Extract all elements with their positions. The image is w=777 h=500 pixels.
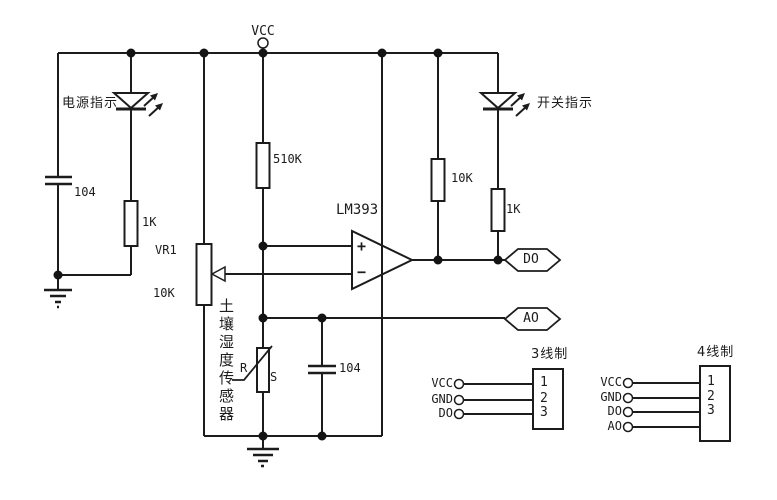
junction-dots — [53, 48, 503, 441]
connector-3wire-pin-1: 1 — [540, 375, 548, 390]
connector-4wire-wire-vcc: VCC — [600, 375, 622, 389]
ao-port-flag — [503, 307, 562, 331]
connector-3wire-title: 3线制 — [531, 347, 569, 362]
led-switch-icon — [478, 92, 530, 117]
vcc-label: VCC — [251, 24, 275, 39]
plus-input-sign: + — [357, 237, 367, 255]
r-led1-value: 1K — [142, 215, 157, 229]
potentiometer-vr1 — [195, 243, 226, 306]
vr1-ref: VR1 — [155, 243, 177, 257]
connector-4wire-title: 4线制 — [697, 345, 735, 360]
cap1-value: 104 — [74, 185, 96, 199]
do-port-label: DO — [523, 252, 539, 267]
r-out-value: 10K — [451, 171, 473, 185]
r-led2-value: 1K — [506, 202, 521, 216]
connector-4wire-pin-3: 3 — [707, 403, 715, 418]
ground-symbol-left — [44, 288, 72, 309]
power-indicator-label: 电源指示 — [62, 96, 119, 111]
connector-4wire-wire-gnd: GND — [600, 390, 622, 404]
connector-4wire — [622, 365, 731, 442]
led-power-icon — [111, 92, 163, 117]
minus-input-sign: − — [357, 263, 367, 281]
resistor-1k-right — [490, 188, 506, 232]
resistor-510k — [255, 142, 271, 189]
connector-4wire-wire-ao: AO — [607, 419, 622, 433]
vr1-value: 10K — [153, 286, 175, 300]
connector-3wire-wire-gnd: GND — [431, 392, 453, 406]
resistor-1k-left — [123, 200, 139, 247]
connector-3wire-wire-vcc: VCC — [431, 376, 453, 390]
comparator-triangle — [351, 229, 415, 291]
sensor-r-label: R — [240, 361, 248, 375]
connector-3wire-pin-2: 2 — [540, 391, 548, 406]
soil-sensor-element — [232, 345, 273, 393]
cap2-value: 104 — [339, 361, 361, 375]
connector-4wire-pin-1: 1 — [707, 374, 715, 389]
vcc-terminal-icon — [257, 37, 269, 49]
wiper-arrow-icon — [210, 265, 226, 283]
connector-4wire-pin-2: 2 — [707, 389, 715, 404]
sensor-s-label: S — [270, 370, 278, 384]
connector-3wire-wire-do: DO — [438, 406, 453, 420]
do-port-flag — [503, 248, 562, 272]
comparator-ref: LM393 — [336, 202, 379, 218]
r-pullup-value: 510K — [273, 152, 302, 166]
ao-port-label: AO — [523, 311, 539, 326]
sensor-name-label: 土壤湿度传感器 — [217, 298, 235, 424]
connector-4wire-wire-do: DO — [607, 404, 622, 418]
resistor-10k-right — [430, 158, 446, 202]
ground-symbol-bottom — [247, 447, 279, 468]
connector-3wire — [453, 368, 564, 430]
capacitor-left — [45, 175, 72, 186]
switch-indicator-label: 开关指示 — [537, 96, 594, 111]
capacitor-mid — [308, 364, 336, 375]
resistors — [123, 142, 506, 247]
connector-3wire-pin-3: 3 — [540, 405, 548, 420]
